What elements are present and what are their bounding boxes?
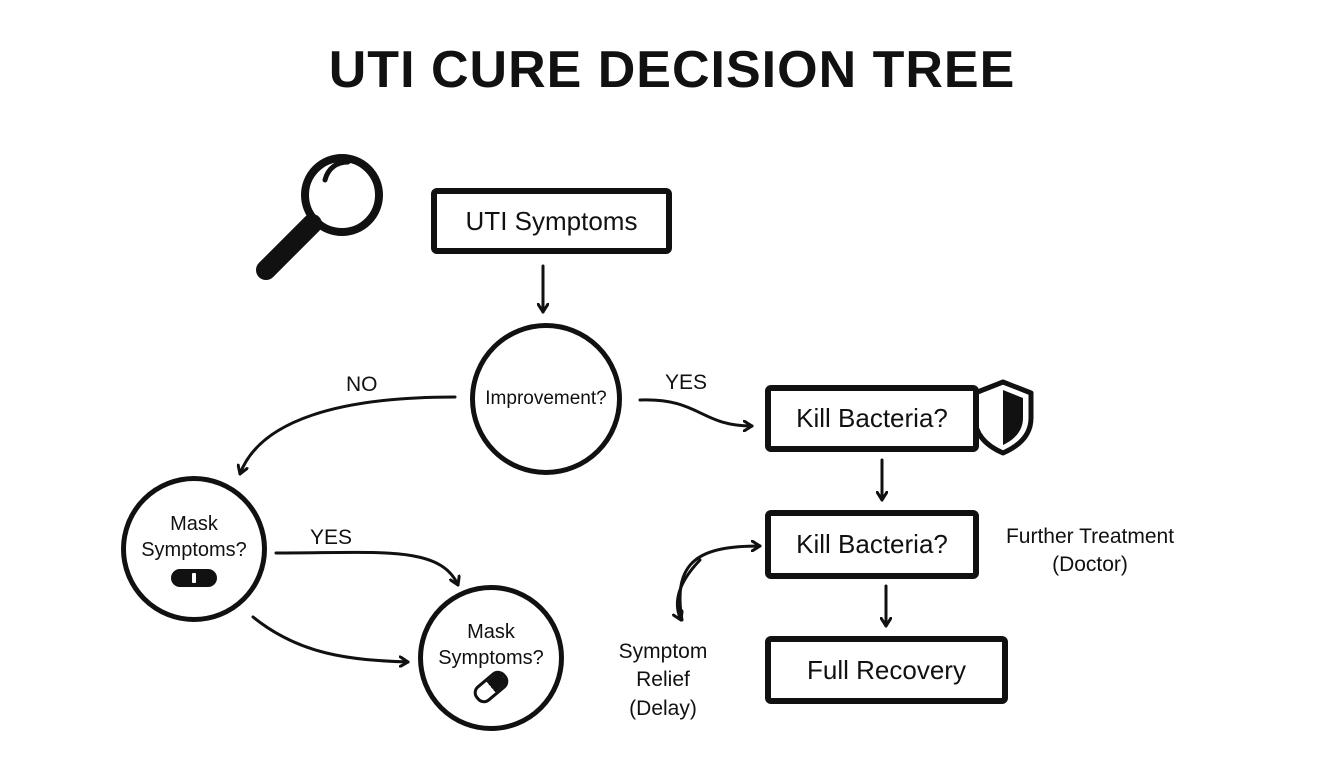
note-line3: (Delay) [629,696,697,720]
node-label: UTI Symptoms [465,205,638,236]
node-label-line1: Mask [467,621,515,643]
note-line2: (Doctor) [1052,553,1128,577]
edge-label-yes-right: YES [665,371,708,394]
pill-icon [171,569,217,587]
page-title: UTI CURE DECISION TREE [328,41,1016,99]
arrow-yes-to-kill-bacteria [638,398,754,426]
node-mask-symptoms-1: Mask Symptoms? [121,476,267,622]
shield-icon [972,379,1034,456]
arrow-mask-to-mask-lower [251,615,410,662]
arrow-yes-mask-to-mask [274,550,458,587]
note-symptom-relief: Symptom Relief (Delay) [608,638,718,723]
note-further-treatment: Further Treatment (Doctor) [995,523,1185,580]
note-line2: Relief [636,668,690,692]
arrow-no-to-mask [240,395,457,476]
node-kill-bacteria-1: Kill Bacteria? [765,385,979,452]
arrow-relief-to-kill [678,546,762,622]
node-label-line2: Symptoms? [438,647,544,669]
arrow-relief-down [677,558,702,622]
node-improvement: Improvement? [470,323,622,475]
node-full-recovery: Full Recovery [765,636,1008,704]
capsule-icon [470,667,512,707]
node-label: Kill Bacteria? [796,529,948,559]
note-line1: Further Treatment [1005,525,1175,548]
node-label: Kill Bacteria? [796,403,948,433]
node-label: Improvement? [485,388,607,409]
node-label: Full Recovery [807,654,966,685]
note-line1: Symptom [618,640,708,663]
node-label-line1: Mask [170,513,218,535]
magnifier-icon [256,154,383,280]
node-mask-symptoms-2: Mask Symptoms? [418,585,564,731]
edge-label-yes-mask: YES [310,526,353,549]
node-kill-bacteria-2: Kill Bacteria? [765,510,979,579]
edge-label-no: NO [346,373,378,396]
node-label-line2: Symptoms? [141,539,247,561]
node-uti-symptoms: UTI Symptoms [431,188,672,254]
